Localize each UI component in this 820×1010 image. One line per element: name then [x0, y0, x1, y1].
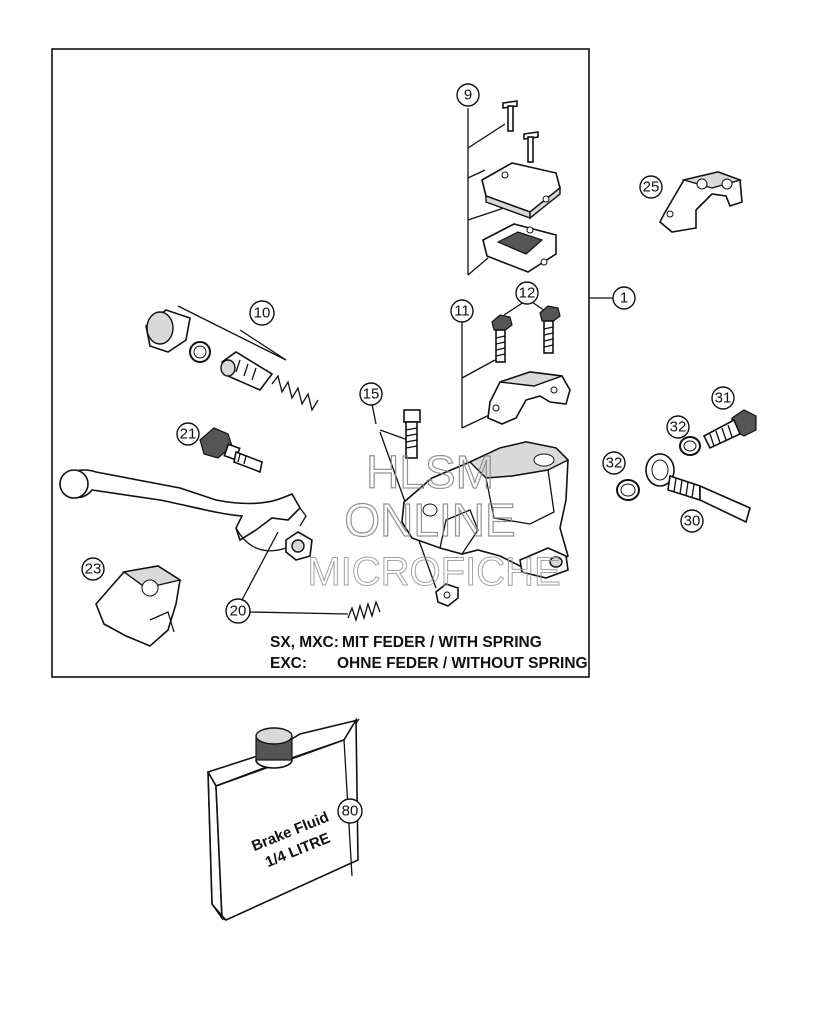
callout-1-label: 1: [620, 290, 628, 307]
callout-10: 10: [249, 300, 275, 326]
callout-10-label: 10: [254, 305, 271, 322]
callout-32-lower: 32: [602, 451, 626, 475]
callout-1: 1: [612, 286, 636, 310]
callout-20-label: 20: [230, 603, 247, 620]
callout-11-label: 11: [454, 303, 470, 320]
callout-80: 80: [337, 798, 363, 824]
watermark: HLSM ONLINE MICROFICHE: [307, 445, 561, 594]
part-23-lever-guard: [95, 565, 182, 647]
note-line1-models: SX, MXC:: [270, 634, 339, 651]
part-10-piston-kit: [145, 305, 319, 412]
part-9-reservoir-cover: [467, 100, 561, 276]
watermark-line2: ONLINE: [344, 494, 515, 546]
callout-15: 15: [359, 382, 383, 406]
callout-25: 25: [639, 175, 663, 199]
part-21-adjuster: [199, 427, 263, 474]
callout-25-label: 25: [643, 179, 660, 196]
part-1-master-cylinder: [401, 297, 614, 579]
callout-21: 21: [176, 422, 200, 446]
callout-23-label: 23: [85, 561, 102, 578]
part-80-brake-fluid-can: [206, 717, 360, 921]
callout-30-label: 30: [684, 513, 701, 530]
callout-15-label: 15: [363, 386, 380, 403]
callout-32-upper: 32: [666, 415, 690, 439]
brake-lever: [59, 469, 313, 561]
part-20-spring: [241, 531, 381, 623]
callout-21-label: 21: [180, 426, 197, 443]
callout-12: 12: [515, 281, 539, 305]
callout-11: 11: [450, 299, 474, 323]
diagram-frame: [51, 48, 590, 678]
callout-32-lower-label: 32: [606, 455, 623, 472]
callout-20: 20: [225, 598, 251, 624]
watermark-line3: MICROFICHE: [307, 550, 560, 594]
part-25-clamp: [659, 171, 743, 233]
watermark-line1: HLSM: [366, 446, 494, 498]
callout-12-label: 12: [519, 285, 536, 302]
note-line2-models: EXC:: [270, 655, 307, 672]
callout-32-upper-label: 32: [670, 419, 687, 436]
note-line1-text: MIT FEDER / WITH SPRING: [342, 634, 542, 651]
callout-30: 30: [680, 509, 704, 533]
callout-23: 23: [81, 557, 105, 581]
part-30-31-32-brake-line: [616, 409, 757, 524]
note-line2-text: OHNE FEDER / WITHOUT SPRING: [337, 655, 588, 672]
part-11-12-bolts-clamp: [461, 301, 571, 429]
callout-31: 31: [711, 386, 735, 410]
callout-80-label: 80: [342, 803, 359, 820]
callout-9-label: 9: [464, 87, 472, 104]
callout-31-label: 31: [715, 390, 732, 407]
part-15-pivot-bolt: [371, 403, 459, 607]
callout-9: 9: [456, 83, 480, 107]
